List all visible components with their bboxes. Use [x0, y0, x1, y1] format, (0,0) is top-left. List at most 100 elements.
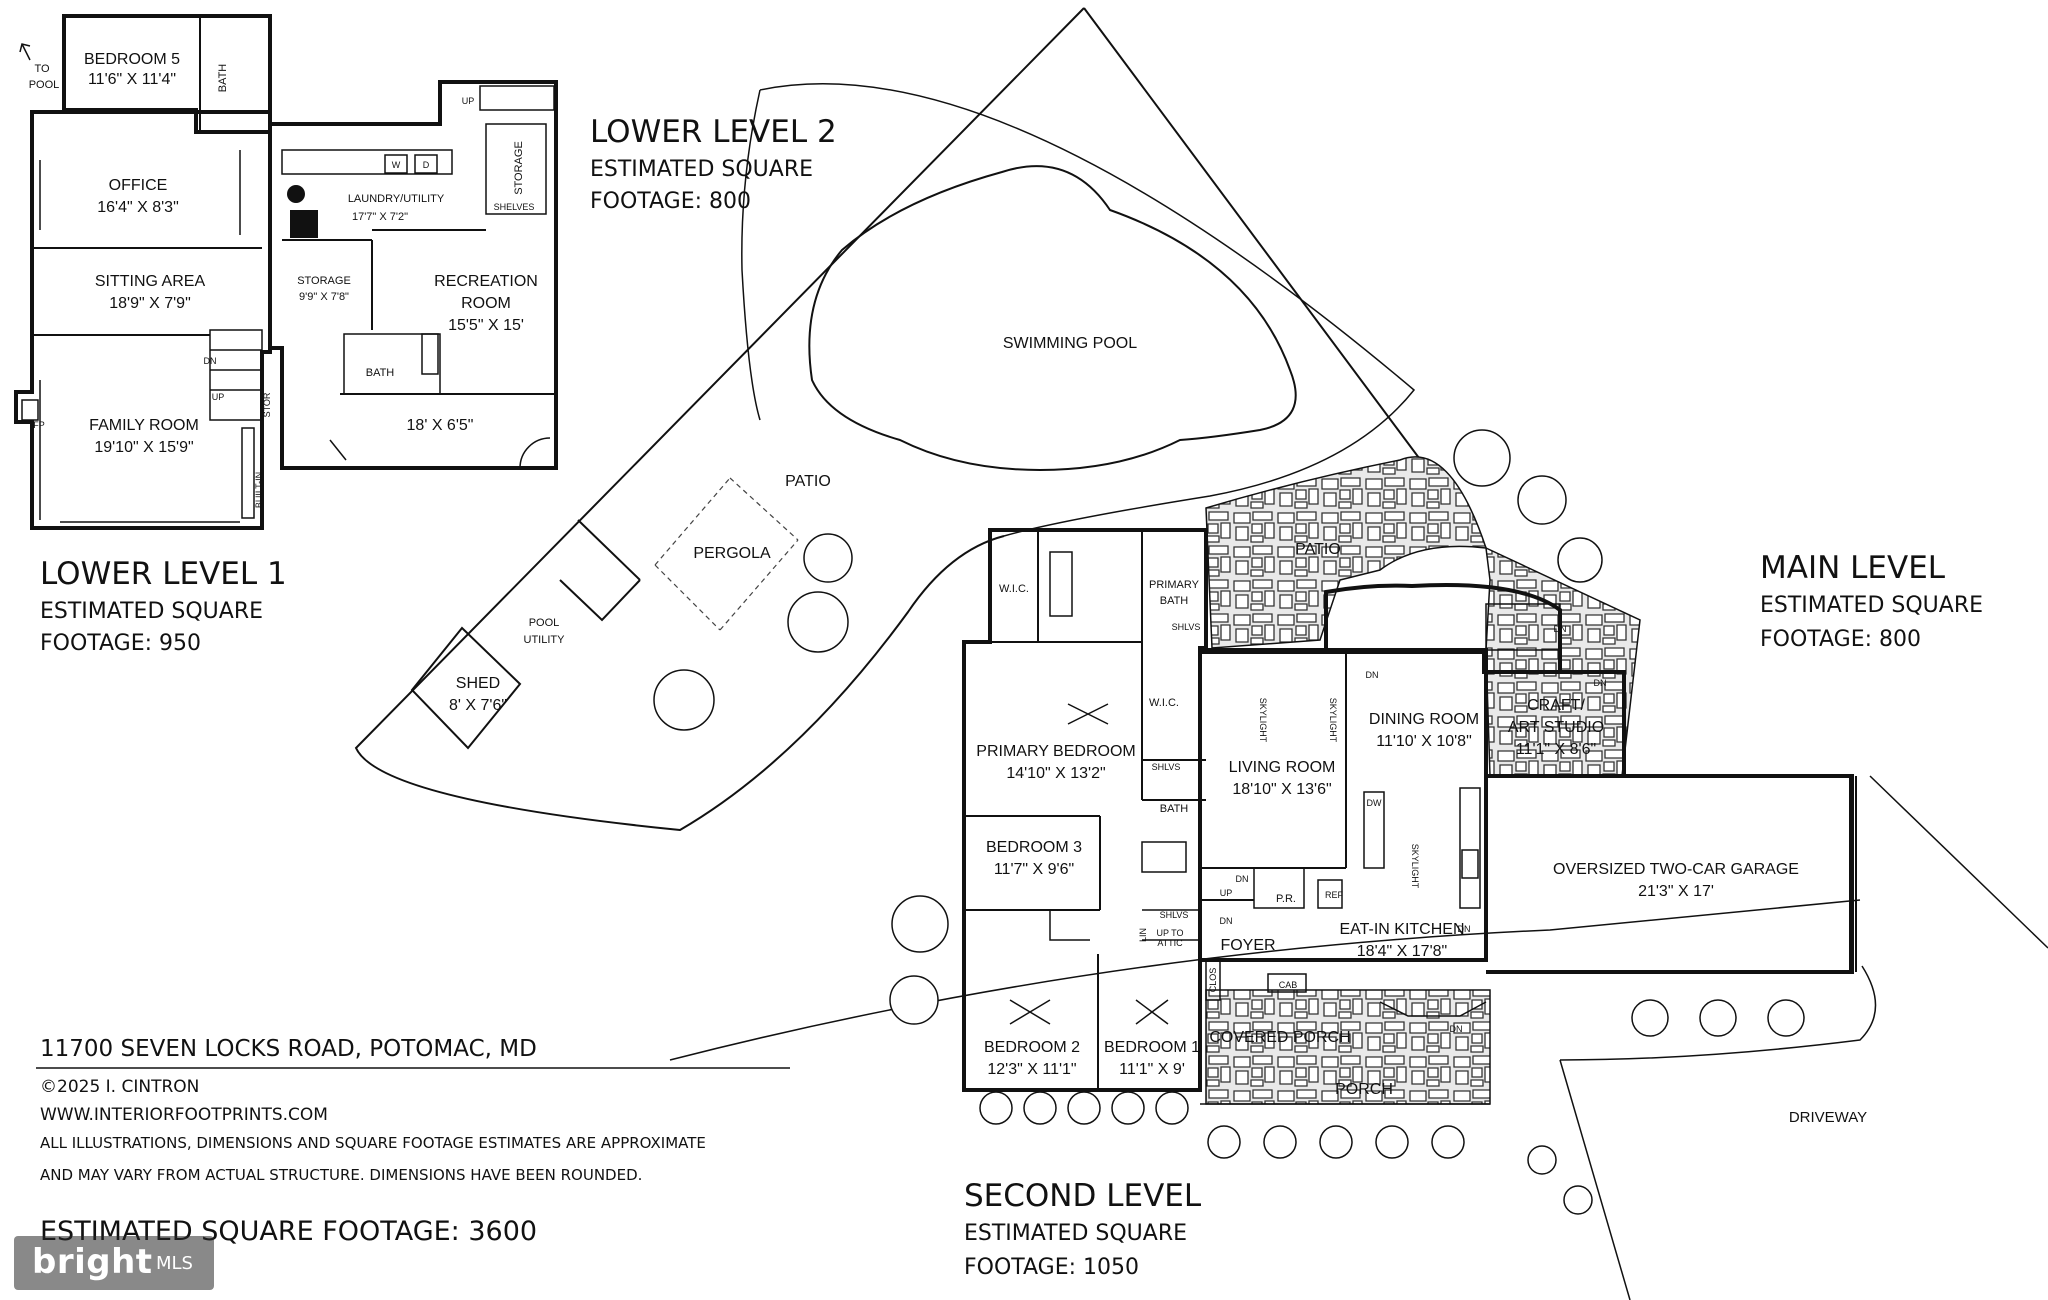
trees [653, 429, 1805, 1215]
site-plan: SWIMMING POOL PATIO PERGOLA POOL UTILITY… [354, 7, 2048, 1300]
logo-brand: bright [32, 1242, 153, 1282]
lin-label: LIN [1138, 928, 1148, 942]
kitchen-label: EAT-IN KITCHEN [1339, 921, 1464, 938]
driveway-label: DRIVEWAY [1789, 1109, 1867, 1126]
skylight-1: SKYLIGHT [1258, 698, 1268, 743]
pool-patio-label: PATIO [785, 473, 831, 490]
skylight-3: SKYLIGHT [1410, 844, 1420, 889]
pool-utility-label-2: UTILITY [524, 634, 566, 646]
lower-level-1-caption: LOWER LEVEL 1 ESTIMATED SQUARE FOOTAGE: … [40, 556, 287, 656]
shlvs-label-1: SHLVS [1172, 622, 1201, 632]
kitchen-dim: 18'4" X 17'8" [1357, 943, 1447, 960]
ll2-storage-label: STORAGE [297, 275, 351, 287]
second-level-caption: SECOND LEVEL ESTIMATED SQUARE FOOTAGE: 1… [964, 1178, 1202, 1280]
recreation-dim: 15'5" X 15' [448, 317, 524, 334]
swimming-pool-label: SWIMMING POOL [1003, 335, 1137, 352]
ll2-heading: LOWER LEVEL 2 [590, 114, 837, 150]
shlvs-label-2: SHLVS [1152, 762, 1181, 772]
disclaimer-line1: ALL ILLUSTRATIONS, DIMENSIONS AND SQUARE… [40, 1134, 706, 1152]
main-level-caption: MAIN LEVEL ESTIMATED SQUARE FOOTAGE: 800 [1760, 550, 1983, 652]
bedroom5-label: BEDROOM 5 [84, 51, 180, 68]
dryer-label: D [423, 160, 430, 170]
shelves-label: SHELVES [494, 202, 535, 212]
built-in-label: BUILT-IN [254, 472, 264, 508]
ll1-up-label: UP [212, 392, 225, 402]
ll1-sqft-line2: FOOTAGE: 950 [40, 631, 201, 656]
address: 11700 SEVEN LOCKS ROAD, POTOMAC, MD [40, 1036, 537, 1062]
shlvs-label-3: SHLVS [1160, 910, 1189, 920]
main-sqft-line2: FOOTAGE: 800 [1760, 627, 1921, 652]
sitting-area-label: SITTING AREA [95, 273, 206, 290]
ceiling-fan-bedroom1-icon [1135, 999, 1169, 1025]
recreation-label-1: RECREATION [434, 273, 538, 290]
bedroom3-label: BEDROOM 3 [986, 839, 1082, 856]
main-dn-label-5: DN [1458, 924, 1471, 934]
ll2-sqft-line1: ESTIMATED SQUARE [590, 157, 813, 182]
living-room-dim: 18'10" X 13'6" [1232, 781, 1331, 798]
ceiling-fan-bedroom2-icon [1009, 999, 1051, 1025]
shed-dim: 8' X 7'6" [449, 697, 507, 714]
ll2-storage-dim: 9'9" X 7'8" [299, 291, 349, 303]
ll2-storage-vertical-label: STORAGE [513, 141, 525, 195]
to-pool-label-2: POOL [29, 79, 60, 91]
second-level-plan: W.I.C. PRIMARY BATH SHLVS W.I.C. SHLVS P… [962, 528, 1233, 1092]
main-up-label: UP [1220, 888, 1233, 898]
ll1-sqft-line1: ESTIMATED SQUARE [40, 599, 263, 624]
ll1-bath-label: BATH [217, 64, 229, 93]
bedroom2-dim: 12'3" X 11'1" [987, 1061, 1076, 1078]
wic-label-2: W.I.C. [1149, 697, 1179, 709]
bright-mls-logo: bright MLS [14, 1236, 214, 1290]
main-sqft-line1: ESTIMATED SQUARE [1760, 593, 1983, 618]
family-room-label: FAMILY ROOM [89, 417, 199, 434]
shed-label: SHED [456, 675, 500, 692]
bedroom1-label: BEDROOM 1 [1104, 1039, 1200, 1056]
stone-patio [1205, 456, 1641, 1105]
office-label: OFFICE [109, 177, 168, 194]
office-dim: 16'4" X 8'3" [97, 199, 179, 216]
main-dn-label-4: DN [1236, 874, 1249, 884]
second-sqft-line1: ESTIMATED SQUARE [964, 1221, 1187, 1246]
primary-bedroom-label: PRIMARY BEDROOM [976, 743, 1135, 760]
main-dn-label-6: DN [1450, 1024, 1463, 1034]
main-patio-label: PATIO [1295, 541, 1341, 558]
bedroom3-dim: 11'7" X 9'6" [994, 861, 1074, 878]
main-dn-label-1: DN [1366, 670, 1379, 680]
ll2-up-label: UP [462, 96, 475, 106]
lower-level-1-plan: TO POOL BEDROOM 5 11'6" X 11'4" BATH OFF… [14, 14, 272, 530]
porch-label: PORCH [1335, 1081, 1393, 1098]
copyright: ©2025 I. CINTRON [40, 1077, 199, 1097]
fridge-label: REF [1325, 890, 1344, 900]
washer-label: W [392, 160, 401, 170]
up-attic-label-1: UP TO [1156, 928, 1183, 938]
ll2-sqft-line2: FOOTAGE: 800 [590, 189, 751, 214]
ceiling-fan-primary-icon [1067, 703, 1109, 725]
pergola-label: PERGOLA [693, 545, 771, 562]
up-attic-label-2: ATTIC [1157, 938, 1183, 948]
bedroom5-dim: 11'6" X 11'4" [88, 71, 176, 88]
main-heading: MAIN LEVEL [1760, 550, 1946, 586]
ll1-stor-label: STOR [262, 392, 272, 417]
ll1-dn-label: DN [204, 356, 217, 366]
living-room-label: LIVING ROOM [1229, 759, 1336, 776]
recreation-label-2: ROOM [461, 295, 511, 312]
to-pool-label-1: TO [34, 63, 50, 75]
primary-bath-label-1: PRIMARY [1149, 579, 1200, 591]
website: WWW.INTERIORFOOTPRINTS.COM [40, 1105, 328, 1125]
second-heading: SECOND LEVEL [964, 1178, 1202, 1214]
pool-utility-label-1: POOL [529, 617, 560, 629]
ll2-extra-dim: 18' X 6'5" [407, 417, 474, 434]
dishwasher-label: DW [1367, 798, 1382, 808]
bedroom2-label: BEDROOM 2 [984, 1039, 1080, 1056]
primary-bath-label-2: BATH [1160, 595, 1189, 607]
lower-level-2-caption: LOWER LEVEL 2 ESTIMATED SQUARE FOOTAGE: … [590, 114, 837, 214]
main-dn-label-2: DN [1554, 624, 1567, 634]
craft-studio-label-1: CRAFT/ [1527, 697, 1585, 714]
garage-label: OVERSIZED TWO-CAR GARAGE [1553, 861, 1799, 878]
primary-bedroom-dim: 14'10" X 13'2" [1006, 765, 1105, 782]
main-dn-label-3: DN [1594, 678, 1607, 688]
lower-level-2-plan: UP W D STORAGE SHELVES LAUNDRY/UTILITY 1… [270, 80, 558, 470]
logo-suffix: MLS [156, 1253, 193, 1274]
covered-porch-label: COVERED PORCH [1209, 1029, 1350, 1046]
fireplace-label: FP [33, 420, 45, 430]
